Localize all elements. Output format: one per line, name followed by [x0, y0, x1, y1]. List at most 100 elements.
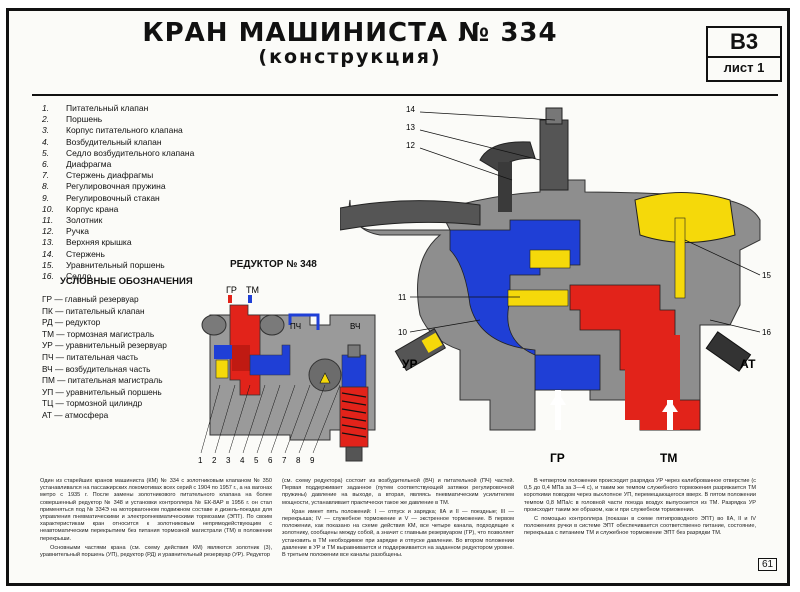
part-label: Уравнительный поршень [66, 259, 165, 270]
part-item: 11. Золотник [42, 215, 194, 226]
reducer-callout-6: 6 [268, 456, 273, 465]
legend-item: ПЧ — питательная часть [42, 351, 139, 362]
part-item: 6. Диафрагма [42, 159, 194, 170]
reducer-callout-line [284, 384, 311, 454]
part-item: 2.Поршень [42, 114, 194, 125]
part-label: Регулировочный стакан [66, 192, 160, 203]
part-item: 4. Возбудительный клапан [42, 137, 194, 148]
description-col1: Один из старейших кранов машиниста (КМ) … [40, 478, 272, 559]
reducer-callout-line [298, 384, 326, 454]
description-col3-p2: С помощью контроллера (показан в схеме п… [524, 516, 756, 537]
part-label: Стержень [66, 248, 105, 259]
part-label: Регулировочная пружина [66, 181, 166, 192]
reducer-tm-label: ТМ [246, 285, 259, 295]
part-label: Стержень диафрагмы [66, 170, 154, 181]
legend-item: РД — редуктор [42, 317, 101, 328]
part-number: 6. [42, 159, 50, 170]
part-item: 13. Верхняя крышка [42, 237, 194, 248]
reducer-callout-2: 2 [212, 456, 217, 465]
reducer-callout-8: 8 [296, 456, 301, 465]
reducer-callout-7: 7 [282, 456, 287, 465]
legend-title: УСЛОВНЫЕ ОБОЗНАЧЕНИЯ [60, 276, 193, 287]
part-label: Корпус крана [66, 203, 119, 214]
main-valve-diagram: 14 13 12 11 10 15 16 УР ГР ТМ АТ [340, 105, 771, 465]
part-number: 1. [42, 103, 50, 113]
description-col1-p2: Основными частями крана (см. схему дейст… [40, 544, 272, 559]
gr-port-label: ГР [550, 451, 565, 465]
part-item: 1. Питательный клапан [42, 103, 194, 114]
description-col2: (см. схему редуктора) состоит из возбуди… [282, 478, 514, 559]
description-col1-p1: Один из старейших кранов машиниста (КМ) … [40, 478, 272, 542]
callout-14: 14 [406, 105, 415, 114]
part-item: 10. Корпус крана [42, 204, 194, 215]
part-label: Корпус питательного клапана [66, 125, 183, 136]
part-label: Поршень [66, 114, 103, 125]
at-port-label: АТ [740, 357, 756, 371]
part-number: 16. [42, 271, 54, 282]
callout-10: 10 [398, 328, 407, 337]
part-label: Верхняя крышка [66, 237, 132, 248]
reducer-vch-label: ВЧ [350, 322, 360, 331]
ur-port-label: УР [402, 357, 417, 371]
sheet-number: лист 1 [723, 60, 765, 75]
part-label: Ручка [66, 226, 89, 237]
part-label: Седло возбудительного клапана [66, 147, 195, 158]
part-number: 5. [42, 147, 50, 158]
reducer-callout-3: 3 [226, 456, 231, 465]
part-number: 12. [42, 226, 54, 237]
part-label: Золотник [66, 215, 103, 226]
part-item: 15. Уравнительный поршень [42, 260, 194, 271]
part-number: 7. [42, 170, 50, 181]
legend-item: ПК — питательный клапан [42, 305, 145, 316]
reducer-gr-label: ГР [226, 285, 237, 295]
reducer-callout-5: 5 [254, 456, 259, 465]
part-number: 3. [42, 125, 50, 136]
reducer-pch-label: ПЧ [290, 322, 301, 331]
part-number: 8. [42, 181, 50, 192]
sheet-code: В3 [708, 28, 780, 58]
part-item: 16. Седло [42, 271, 194, 282]
callout-11: 11 [398, 293, 407, 302]
part-number: 10. [42, 203, 54, 214]
reducer-callout-line [270, 384, 296, 454]
part-number: 11. [42, 215, 54, 226]
part-number: 14. [42, 248, 54, 259]
reducer-callout-line [242, 384, 266, 454]
legend-item: ВЧ — возбудительная часть [42, 363, 151, 374]
part-item: 8. Регулировочная пружина [42, 181, 194, 192]
page-title: КРАН МАШИНИСТА № 334 [142, 18, 558, 48]
part-label: Диафрагма [66, 159, 112, 170]
callout-15: 15 [762, 271, 771, 280]
part-item: 3. Корпус питательного клапана [42, 125, 194, 136]
description-col2-p2: Кран имеет пять положений: I — отпуск и … [282, 508, 514, 559]
callout-12: 12 [406, 141, 415, 150]
legend-item: ТМ — тормозная магистраль [42, 328, 155, 339]
reducer-title: РЕДУКТОР № 348 [230, 259, 317, 270]
part-label: Питательный клапан [66, 103, 149, 113]
page-number: 61 [758, 558, 778, 571]
part-item: 14. Стержень [42, 249, 194, 260]
callout-13: 13 [406, 123, 415, 132]
description-col3-p1: В четвертом положении происходит разрядк… [524, 478, 756, 513]
part-number: 15. [42, 259, 54, 270]
part-number: 9. [42, 192, 50, 203]
part-item: 9. Регулировочный стакан [42, 193, 194, 204]
part-label: Возбудительный клапан [66, 136, 162, 147]
reducer-callout-9: 9 [310, 456, 315, 465]
part-label: Седло [66, 271, 92, 282]
reducer-callout-4: 4 [240, 456, 245, 465]
legend-item: ГР — главный резервуар [42, 294, 139, 304]
legend-item: ПМ — питательная магистраль [42, 375, 163, 386]
part-number: 4. [42, 136, 50, 147]
part-item: 7. Стержень диафрагмы [42, 170, 194, 181]
part-item: 12. Ручка [42, 226, 194, 237]
reducer-callout-line [256, 384, 281, 454]
title-divider [32, 94, 778, 96]
page-subtitle: (конструкция) [258, 46, 442, 68]
reducer-callout-line [312, 384, 341, 454]
part-number: 13. [42, 237, 54, 248]
reducer-callout-line [214, 384, 236, 454]
description-col2-p1: (см. схему редуктора) состоит из возбуди… [282, 478, 514, 506]
